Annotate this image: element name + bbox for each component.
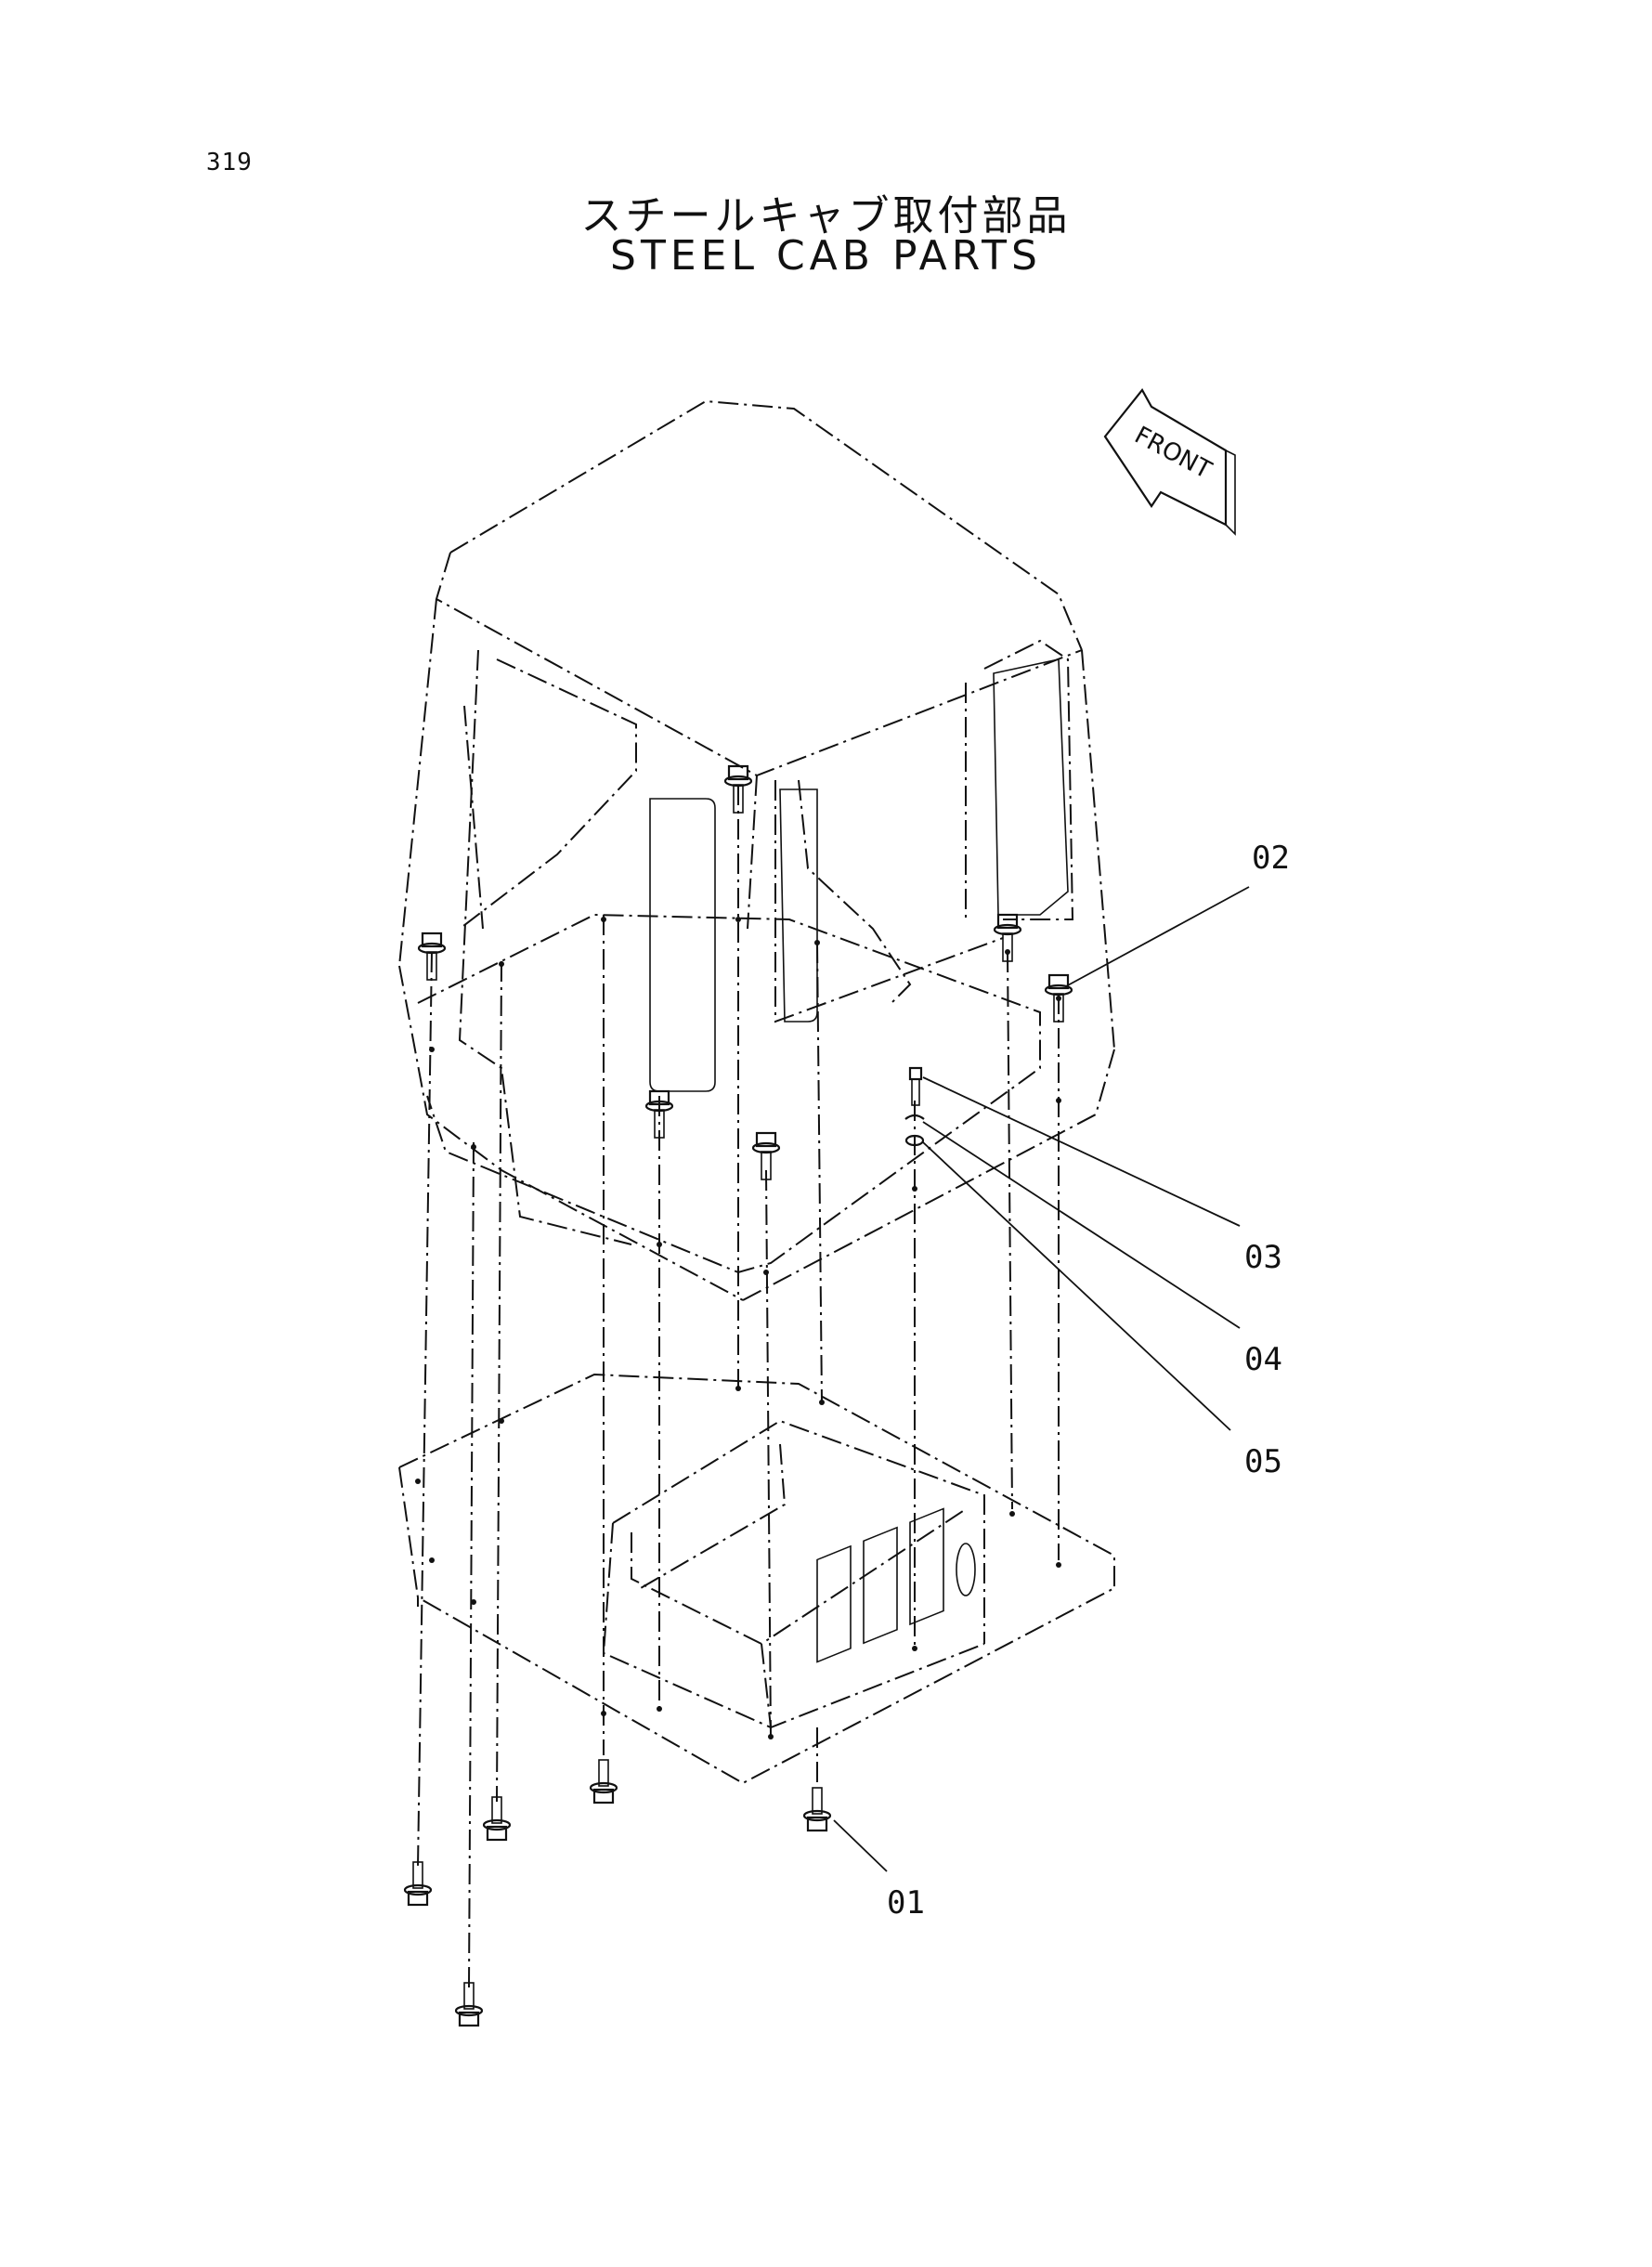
title-japanese: スチールキャブ取付部品 <box>580 192 1072 240</box>
callout-leaders <box>833 886 1250 1872</box>
floor-plate-outline <box>398 1373 1115 1785</box>
small-hardware <box>904 1066 925 1147</box>
front-arrow-label: FRONT <box>1130 422 1216 485</box>
bolt-icons <box>403 764 1073 2027</box>
callout-05: 05 <box>1244 1443 1282 1480</box>
page-number: 319 <box>206 149 253 176</box>
callout-02: 02 <box>1252 840 1290 877</box>
bolt-holes <box>415 917 1061 1739</box>
callout-04: 04 <box>1244 1341 1282 1378</box>
callout-03: 03 <box>1244 1239 1282 1276</box>
bolt-axis-lines <box>417 785 1060 1988</box>
title-english: STEEL CAB PARTS <box>610 232 1042 280</box>
front-arrow-icon: FRONT <box>1103 388 1236 536</box>
callout-01: 01 <box>887 1884 925 1922</box>
cab-outline <box>398 399 1115 1301</box>
